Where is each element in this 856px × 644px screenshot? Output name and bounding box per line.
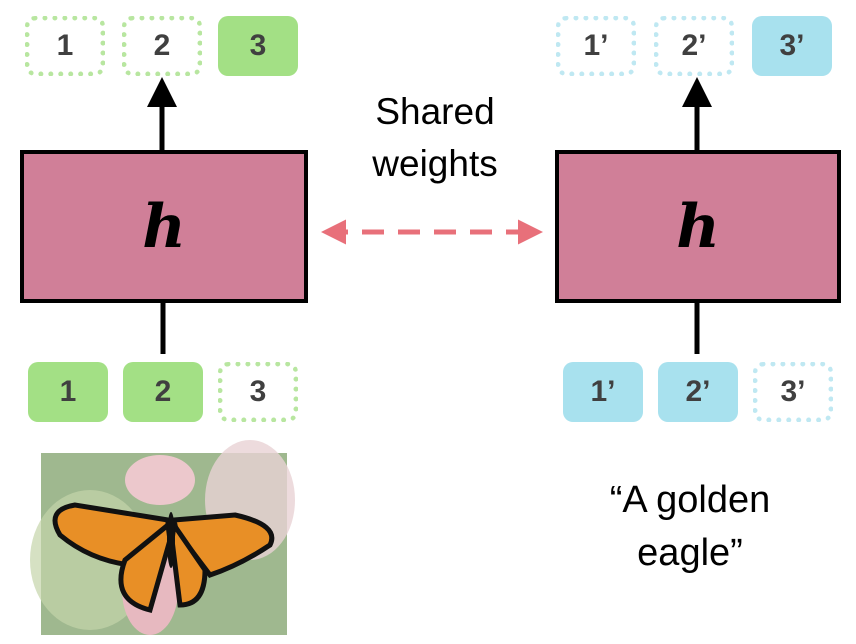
text-caption: “A golden eagle”	[560, 474, 820, 580]
left-input-token-3: 3	[218, 362, 298, 422]
left-output-token-2: 2	[122, 16, 202, 76]
left-output-token-1: 1	[25, 16, 105, 76]
right-encoder-h: h	[555, 150, 841, 303]
right-output-token-2: 2’	[654, 16, 734, 76]
shared-line2: weights	[372, 142, 498, 184]
right-output-token-3: 3’	[752, 16, 832, 76]
right-input-token-2: 2’	[658, 362, 738, 422]
right-input-token-3: 3’	[753, 362, 833, 422]
left-encoder-h: h	[20, 150, 308, 303]
shared-line1: Shared	[375, 91, 495, 132]
right-output-token-1: 1’	[556, 16, 636, 76]
left-output-token-3: 3	[218, 16, 298, 76]
caption-line2: eagle”	[637, 532, 743, 575]
caption-line1: “A golden	[609, 479, 771, 521]
left-input-token-1: 1	[28, 362, 108, 422]
right-input-token-1: 1’	[563, 362, 643, 422]
shared-weights-label: Shared weights	[335, 86, 535, 190]
butterfly-photo	[30, 440, 295, 635]
left-input-token-2: 2	[123, 362, 203, 422]
